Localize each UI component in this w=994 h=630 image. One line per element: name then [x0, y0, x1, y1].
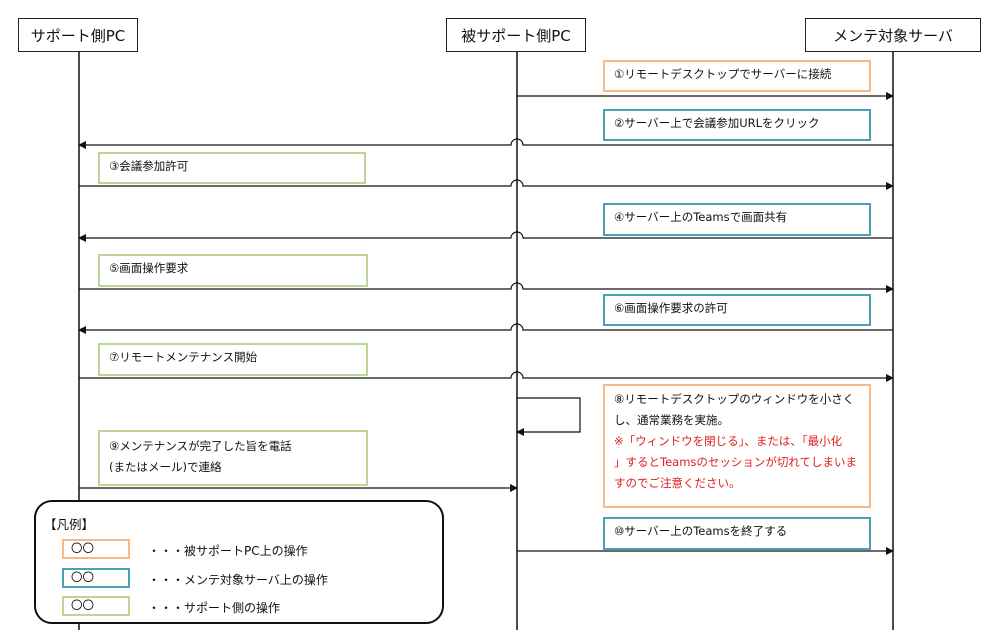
note-step-9: ⑨メンテナンスが完了した旨を電話 (またはメール)で連絡 — [98, 430, 368, 486]
note-step-7: ⑦リモートメンテナンス開始 — [98, 343, 368, 376]
note-step-3: ③会議参加許可 — [98, 152, 366, 184]
arrow-step-6 — [78, 323, 893, 334]
legend-desc-server: ・・・メンテ対象サーバ上の操作 — [148, 573, 328, 587]
arrow-step-2 — [78, 138, 893, 149]
step-2-text: ②サーバー上で会議参加URLをクリック — [614, 116, 820, 130]
step-8-warning-3: すのでご注意ください。 — [614, 476, 741, 490]
legend-desc-support: ・・・サポート側の操作 — [148, 601, 281, 615]
legend: 【凡例】 〇〇 ・・・被サポートPC上の操作 〇〇 ・・・メンテ対象サーバ上の操… — [34, 500, 444, 624]
actor-supported-pc: 被サポート側PC — [446, 18, 586, 52]
note-step-1: ①リモートデスクトップでサーバーに接続 — [603, 60, 871, 92]
legend-desc-supported-pc: ・・・被サポートPC上の操作 — [148, 544, 308, 558]
actor-support-pc-label: サポート側PC — [30, 26, 126, 45]
arrow-step-8-self — [516, 397, 581, 436]
actor-server-label: メンテ対象サーバ — [833, 26, 953, 45]
step-3-text: ③会議参加許可 — [109, 159, 189, 173]
step-10-text: ⑩サーバー上のTeamsを終了する — [614, 524, 788, 538]
step-5-text: ⑤画面操作要求 — [109, 261, 189, 275]
actor-support-pc: サポート側PC — [18, 18, 138, 52]
note-step-4: ④サーバー上のTeamsで画面共有 — [603, 203, 871, 236]
step-6-text: ⑥画面操作要求の許可 — [614, 301, 728, 315]
arrow-step-4 — [78, 231, 893, 242]
actor-server: メンテ対象サーバ — [805, 18, 981, 52]
legend-title: 【凡例】 — [44, 517, 95, 532]
note-step-10: ⑩サーバー上のTeamsを終了する — [603, 517, 871, 550]
arrow-step-3 — [79, 179, 894, 190]
note-step-5: ⑤画面操作要求 — [98, 254, 368, 287]
legend-sample-server: 〇〇 — [62, 568, 130, 588]
step-9-line-2: (またはメール)で連絡 — [109, 460, 222, 474]
note-step-8: ⑧リモートデスクトップのウィンドウを小さく し、通常業務を実施。 ※「ウィンドウ… — [603, 384, 871, 508]
step-8-warning-2: 」するとTeamsのセッションが切れてしまいま — [614, 455, 858, 469]
note-step-2: ②サーバー上で会議参加URLをクリック — [603, 109, 871, 141]
step-7-text: ⑦リモートメンテナンス開始 — [109, 350, 258, 364]
arrow-step-5 — [79, 282, 894, 293]
step-1-text: ①リモートデスクトップでサーバーに接続 — [614, 67, 832, 81]
arrow-step-7 — [79, 371, 894, 382]
step-8-line-2: し、通常業務を実施。 — [614, 413, 729, 427]
step-8-warning-1: ※「ウィンドウを閉じる」、または、「最小化 — [614, 434, 843, 448]
legend-sample-supported-pc: 〇〇 — [62, 539, 130, 559]
actor-supported-pc-label: 被サポート側PC — [461, 26, 571, 45]
step-9-line-1: ⑨メンテナンスが完了した旨を電話 — [109, 439, 292, 453]
step-8-line-1: ⑧リモートデスクトップのウィンドウを小さく — [614, 392, 855, 406]
note-step-6: ⑥画面操作要求の許可 — [603, 294, 871, 326]
legend-sample-support: 〇〇 — [62, 596, 130, 616]
step-4-text: ④サーバー上のTeamsで画面共有 — [614, 210, 788, 224]
